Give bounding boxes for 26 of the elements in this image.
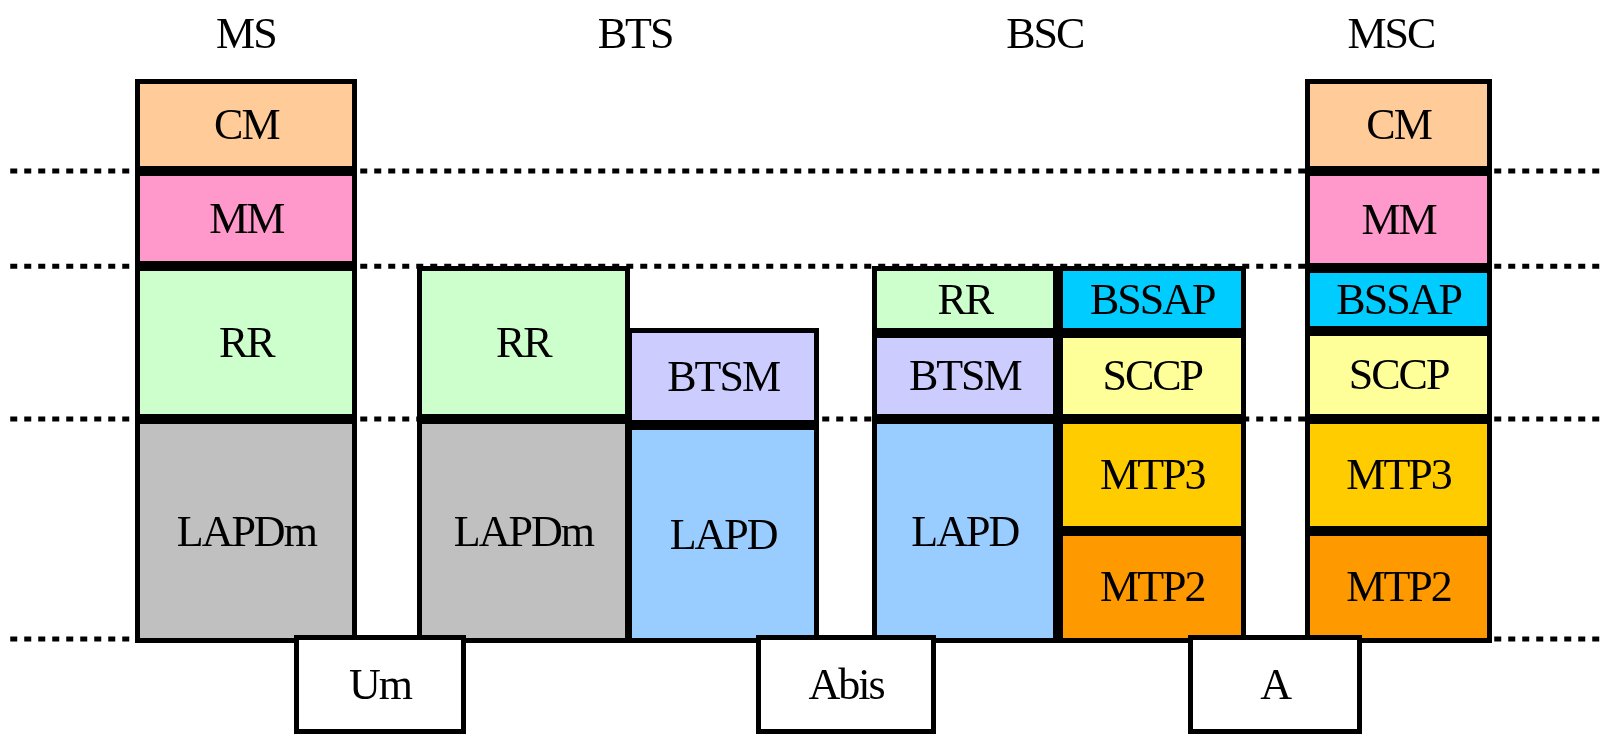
protocol-layer: MTP3 bbox=[1304, 418, 1493, 531]
protocol-layer: BTSM bbox=[871, 332, 1058, 419]
protocol-layer: MTP2 bbox=[1304, 530, 1493, 644]
protocol-layer: MM bbox=[135, 171, 358, 267]
protocol-layer: BSSAP bbox=[1304, 268, 1493, 331]
protocol-layer: MTP3 bbox=[1058, 418, 1247, 531]
column-heading: BTS bbox=[597, 8, 673, 59]
column-heading: MSC bbox=[1347, 8, 1435, 59]
protocol-layer: RR bbox=[871, 266, 1058, 333]
protocol-layer: RR bbox=[416, 266, 630, 419]
interface-box: Abis bbox=[755, 635, 937, 735]
protocol-layer: LAPD bbox=[871, 418, 1058, 644]
interface-box: A bbox=[1188, 635, 1363, 735]
protocol-layer: CM bbox=[1304, 78, 1493, 172]
column-heading: MS bbox=[216, 8, 276, 59]
protocol-layer: SCCP bbox=[1304, 330, 1493, 419]
interface-box: Um bbox=[293, 635, 466, 735]
protocol-layer: MTP2 bbox=[1058, 530, 1247, 644]
column-heading: BSC bbox=[1006, 8, 1084, 59]
protocol-layer: BSSAP bbox=[1058, 266, 1247, 333]
protocol-layer: LAPDm bbox=[416, 418, 630, 644]
protocol-layer: CM bbox=[135, 78, 358, 172]
protocol-layer: RR bbox=[135, 266, 358, 419]
protocol-layer: MM bbox=[1304, 171, 1493, 269]
protocol-layer: SCCP bbox=[1058, 332, 1247, 419]
protocol-layer: LAPDm bbox=[135, 418, 358, 644]
